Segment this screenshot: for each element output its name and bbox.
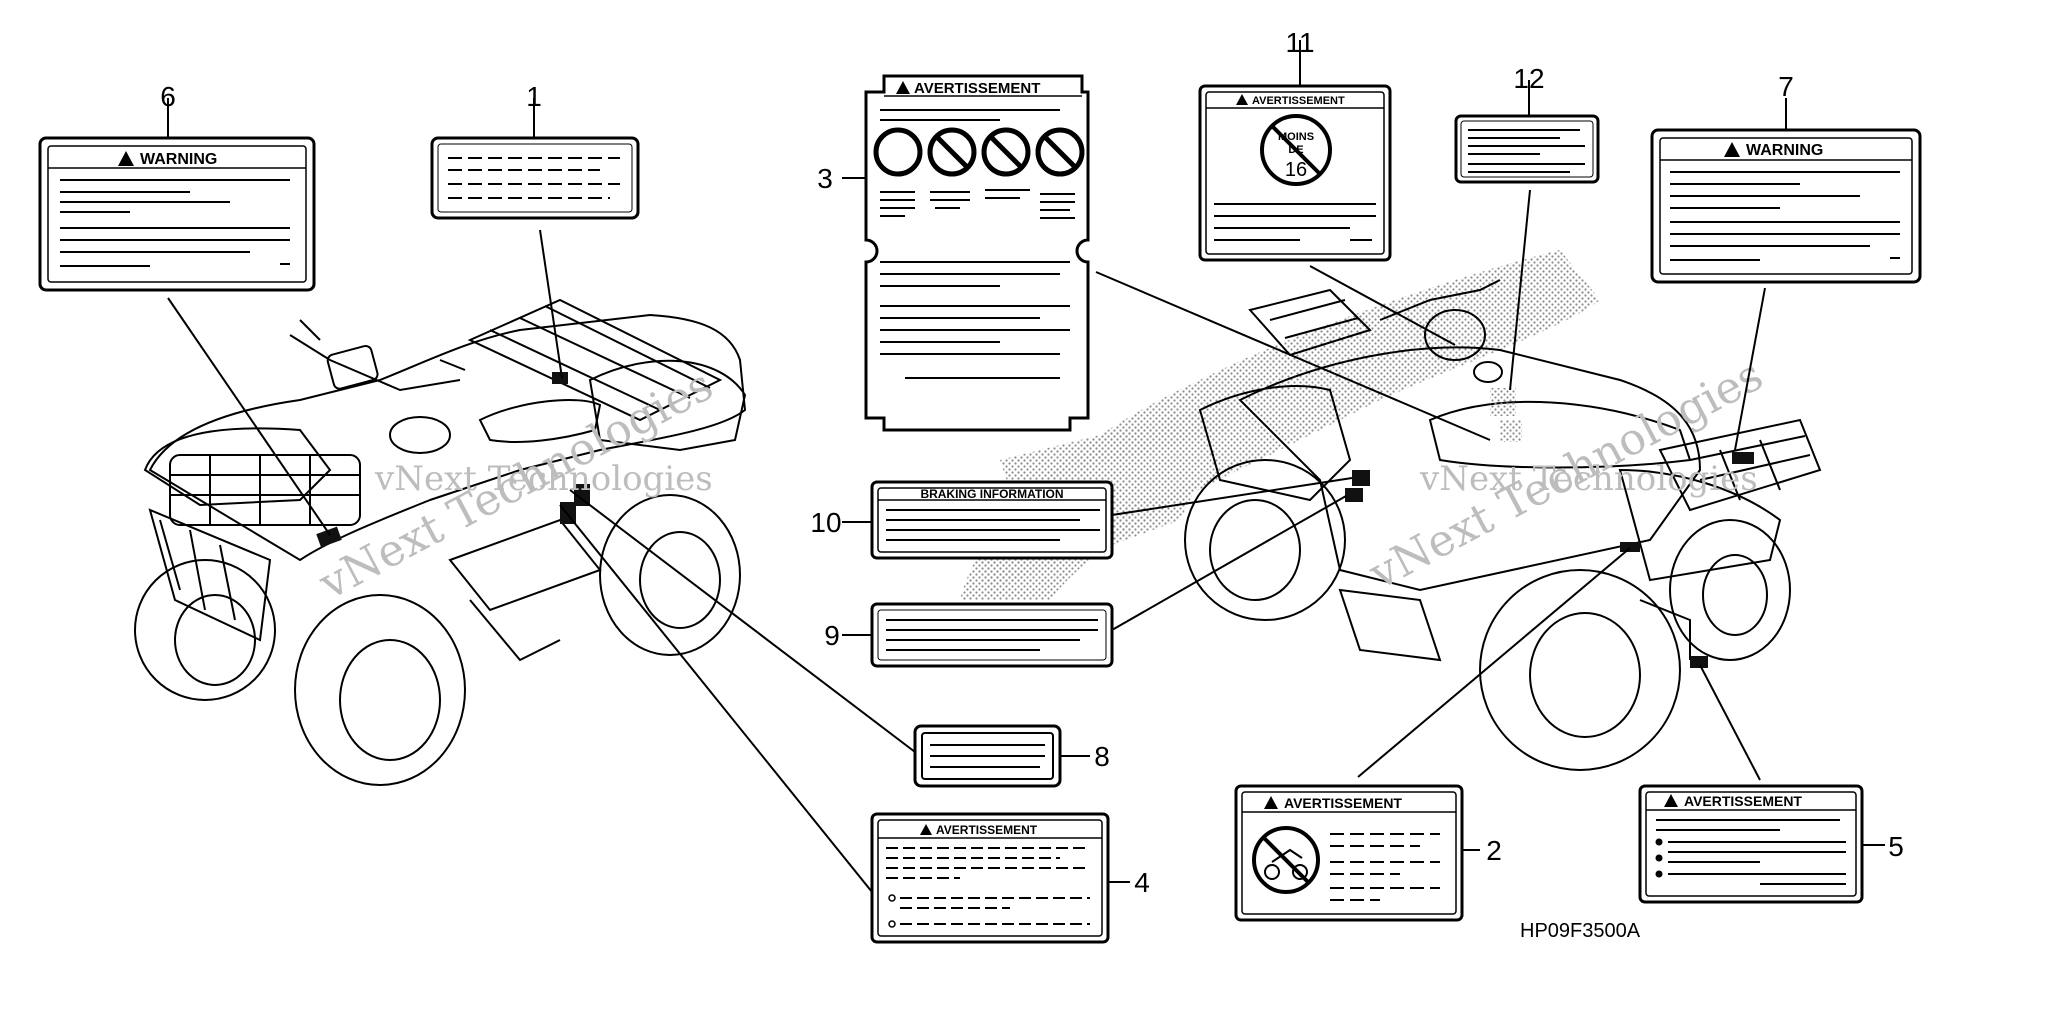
label-4-avertissement[interactable]: AVERTISSEMENT — [870, 812, 1110, 944]
label-1[interactable] — [430, 136, 640, 220]
atv-left-illustration — [134, 298, 747, 786]
label-2-text-lines — [1330, 833, 1440, 901]
label-4-text-lines — [886, 847, 1090, 925]
label-7-warning[interactable]: WARNING — [1650, 128, 1922, 284]
badge-age: 16 — [1285, 159, 1307, 181]
left-atv-label-marks — [316, 372, 590, 548]
label-3-header: AVERTISSEMENT — [914, 80, 1040, 97]
label-2-avertissement[interactable]: AVERTISSEMENT — [1234, 784, 1464, 922]
label-9-text-lines — [886, 619, 1098, 651]
label-6-warning[interactable]: WARNING — [38, 136, 316, 292]
label-10-braking-information[interactable]: BRAKING INFORMATION — [870, 480, 1114, 560]
watermark-text-left: vNext Technologies — [374, 459, 713, 499]
label-3-intro-lines — [880, 109, 1060, 121]
warning-triangle-icon — [1724, 142, 1740, 157]
prohibition-icon — [981, 127, 1031, 177]
bullet-icon — [888, 920, 896, 928]
bullet-icon — [1655, 838, 1663, 846]
callout-5: 5 — [1888, 831, 1904, 862]
callout-7: 7 — [1778, 71, 1794, 102]
label-9[interactable] — [870, 602, 1114, 668]
label-8-text-lines — [930, 744, 1045, 768]
callout-numbers: 6 1 3 11 12 7 10 9 8 4 2 5 — [160, 27, 1904, 898]
label-10-header: BRAKING INFORMATION — [920, 487, 1063, 501]
callout-12: 12 — [1513, 63, 1544, 94]
warning-triangle-icon — [1236, 94, 1248, 105]
callout-11: 11 — [1285, 27, 1314, 58]
callout-3: 3 — [817, 163, 833, 194]
badge-line-1: MOINS — [1278, 131, 1314, 143]
warning-triangle-icon — [920, 824, 932, 835]
badge-line-2: DE — [1288, 144, 1303, 156]
label-2-header: AVERTISSEMENT — [1284, 795, 1402, 811]
leader-lines — [167, 40, 1885, 893]
warning-triangle-icon — [1264, 796, 1278, 809]
callout-9: 9 — [824, 620, 840, 651]
warning-triangle-icon — [118, 151, 134, 166]
no-passenger-prohibition-icon — [1252, 826, 1320, 894]
under-16-prohibition-icon: MOINS DE 16 — [1260, 114, 1332, 186]
label-3-text-lines — [880, 189, 1075, 379]
warning-triangle-icon — [896, 81, 910, 94]
bullet-icon — [1655, 854, 1663, 862]
label-1-text-lines — [448, 157, 620, 199]
label-11-avertissement[interactable]: AVERTISSEMENT MOINS DE 16 — [1198, 84, 1392, 262]
label-12-text-lines — [1468, 129, 1585, 173]
label-3-avertissement[interactable]: AVERTISSEMENT — [864, 74, 1090, 432]
bullet-icon — [888, 894, 896, 902]
bullet-icon — [1655, 870, 1663, 878]
dotted-streak-3 — [1000, 400, 1240, 490]
callout-4: 4 — [1134, 867, 1150, 898]
callout-2: 2 — [1486, 835, 1502, 866]
callout-1: 1 — [526, 81, 542, 112]
prohibition-icons — [873, 127, 1085, 177]
label-10-text-lines — [886, 509, 1100, 541]
label-7-text-lines — [1670, 171, 1900, 261]
watermark-text-right: vNext Technologies — [1419, 459, 1758, 499]
diagram-code: HP09F3500A — [1520, 920, 1641, 942]
label-11-header: AVERTISSEMENT — [1252, 95, 1345, 107]
label-11-text-lines — [1214, 203, 1376, 241]
right-atv-label-marks — [1345, 388, 1754, 668]
prohibition-icon — [927, 127, 977, 177]
circle-icon — [873, 127, 923, 177]
label-5-avertissement[interactable]: AVERTISSEMENT — [1638, 784, 1864, 904]
label-12[interactable] — [1454, 114, 1600, 184]
prohibition-icon — [1035, 127, 1085, 177]
label-6-text-lines — [60, 179, 290, 267]
callout-10: 10 — [810, 507, 841, 538]
label-7-header: WARNING — [1746, 142, 1823, 159]
callout-8: 8 — [1094, 741, 1110, 772]
label-8[interactable] — [913, 724, 1062, 788]
label-6-header: WARNING — [140, 151, 217, 168]
label-5-text-lines — [1656, 819, 1846, 885]
label-4-header: AVERTISSEMENT — [936, 823, 1038, 837]
label-5-header: AVERTISSEMENT — [1684, 793, 1802, 809]
callout-6: 6 — [160, 81, 176, 112]
warning-triangle-icon — [1664, 794, 1678, 807]
